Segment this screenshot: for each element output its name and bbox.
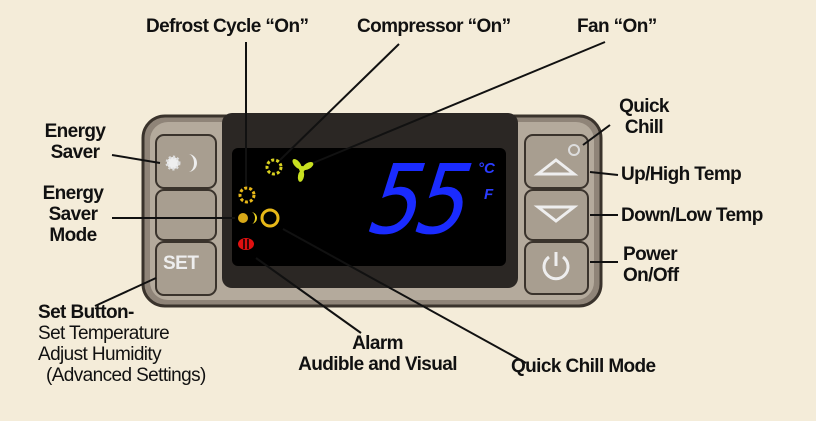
line: Set Button- <box>38 302 134 323</box>
line: Power <box>623 244 678 265</box>
temperature-display: 55 <box>365 144 475 256</box>
line: Audible and Visual <box>298 354 457 375</box>
celsius-indicator: °C <box>478 160 495 177</box>
line: Energy <box>42 183 104 204</box>
fan-icon <box>292 159 314 182</box>
line: (Advanced Settings) <box>46 365 206 386</box>
line: Set Temperature <box>38 323 170 344</box>
fahrenheit-indicator: F <box>484 186 494 203</box>
line: Energy <box>44 121 106 142</box>
left-buttons <box>155 134 217 296</box>
label-fan: Fan “On” <box>577 16 657 37</box>
leader-lines <box>94 41 619 364</box>
label-set-button: Set Button- Set Temperature Adjust Humid… <box>38 302 206 386</box>
energy-saver-mode-icon <box>238 213 248 223</box>
quick-chill-icon <box>260 208 280 228</box>
label-compressor: Compressor “On” <box>357 16 511 37</box>
line: Adjust Humidity <box>38 344 162 365</box>
line: On/Off <box>623 265 679 286</box>
compressor-icon <box>265 158 283 176</box>
right-buttons <box>524 134 589 295</box>
set-button[interactable]: SET <box>163 253 199 274</box>
label-up: Up/High Temp <box>621 164 742 185</box>
line: Quick <box>619 96 669 117</box>
label-quick-chill-mode: Quick Chill Mode <box>511 356 656 377</box>
line: Saver <box>50 142 100 163</box>
alarm-icon <box>238 238 254 250</box>
label-down: Down/Low Temp <box>621 205 763 226</box>
defrost-icon <box>238 186 256 204</box>
line: Saver <box>48 204 98 225</box>
line: Mode <box>49 225 97 246</box>
line: Chill <box>624 117 664 138</box>
label-defrost: Defrost Cycle “On” <box>146 16 309 37</box>
line: Alarm <box>352 333 403 354</box>
